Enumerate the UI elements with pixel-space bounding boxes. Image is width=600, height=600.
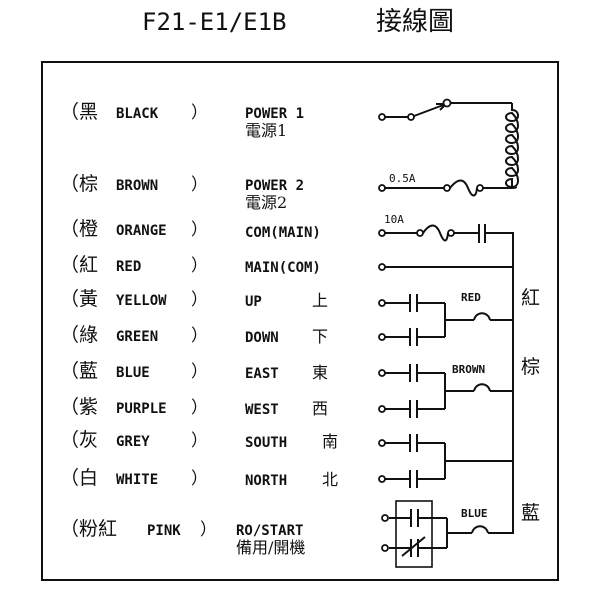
wire-color-cn: （白 <box>60 467 98 489</box>
wire-bracket-close: ） <box>191 175 208 195</box>
wire-function: UP <box>245 294 262 310</box>
wire-row: （紫 PURPLE ） WEST 西 <box>60 396 328 418</box>
wire-color-cn: （藍 <box>60 360 98 382</box>
fuse-label-power: 0.5A <box>389 172 416 185</box>
diagram-title: F21-E1/E1B <box>142 8 287 36</box>
group-label-red-cn: 紅 <box>521 287 540 309</box>
wire-color: PINK <box>147 523 181 539</box>
fuse-icon <box>473 383 491 392</box>
group-label-red: RED <box>461 291 481 304</box>
wire-color-cn: （粉紅 <box>60 518 117 540</box>
wire-function-cn: 備用/開機 <box>236 538 305 557</box>
wire-bracket-close: ） <box>191 256 208 276</box>
wire-color-cn: （綠 <box>60 324 98 346</box>
wire-color: GREY <box>116 434 150 450</box>
wire-bracket-close: ） <box>191 431 208 451</box>
wire-function: EAST <box>245 366 279 382</box>
circuit: 0.5A 10A BLUE RED BROWN 紅 <box>378 98 540 568</box>
wire-row: （橙 ORANGE ） COM(MAIN) <box>60 218 321 241</box>
group-label-blue-cn: 藍 <box>521 502 540 524</box>
wire-bracket-close: ） <box>191 362 208 382</box>
wire-bracket-close: ） <box>191 469 208 489</box>
wire-function-cn: 北 <box>322 470 338 489</box>
wire-bracket-close: ） <box>191 326 208 346</box>
wire-color-cn: （紫 <box>60 396 98 418</box>
wire-row: （紅 RED ） MAIN(COM) <box>60 254 321 276</box>
group-label-brown: BROWN <box>452 363 485 376</box>
wire-bracket-close: ） <box>200 520 217 540</box>
wire-function: SOUTH <box>245 435 287 451</box>
wire-function: POWER 2 <box>245 178 304 194</box>
wire-color: BLUE <box>116 365 150 381</box>
wire-function: MAIN(COM) <box>245 260 321 276</box>
wire-row: （藍 BLUE ） EAST 東 <box>60 360 328 382</box>
wire-color: PURPLE <box>116 401 167 417</box>
wire-color: RED <box>116 259 141 275</box>
wire-color-cn: （紅 <box>60 254 98 276</box>
terminal-icon <box>378 439 386 447</box>
wire-color: GREEN <box>116 329 158 345</box>
wire-function-cn: 南 <box>322 432 338 451</box>
wire-function: POWER 1 <box>245 106 304 122</box>
wire-color: BLACK <box>116 106 159 122</box>
fuse-icon <box>473 312 491 321</box>
terminal-icon <box>378 333 386 341</box>
group-label-blue: BLUE <box>461 507 488 520</box>
wire-bracket-close: ） <box>191 220 208 240</box>
wire-function: WEST <box>245 402 279 418</box>
wire-color-cn: （橙 <box>60 218 98 240</box>
wire-function-cn: 西 <box>312 399 328 418</box>
wire-function: RO/START <box>236 523 303 539</box>
coil-icon <box>505 103 519 189</box>
wire-function-cn: 電源2 <box>245 193 287 212</box>
wire-function-cn: 下 <box>312 327 328 346</box>
contact-pair <box>378 364 513 418</box>
fuse-icon <box>471 525 489 534</box>
fuse-label-main: 10A <box>384 213 404 226</box>
wire-function-cn: 電源1 <box>245 121 287 140</box>
wire-bracket-close: ） <box>191 103 208 123</box>
terminal-icon <box>378 475 386 483</box>
wire-color: YELLOW <box>116 293 167 309</box>
group-label-brown-cn: 棕 <box>521 356 540 378</box>
wire-function: NORTH <box>245 473 287 489</box>
terminal-icon <box>378 299 386 307</box>
wire-color: ORANGE <box>116 223 167 239</box>
wire-color-cn: （灰 <box>60 429 98 451</box>
diagram-subtitle: 接線圖 <box>376 7 454 37</box>
diagram-frame <box>41 61 559 581</box>
contact-pair <box>378 434 513 488</box>
wire-function-cn: 東 <box>312 363 328 382</box>
wire-row: （白 WHITE ） NORTH 北 <box>60 467 338 489</box>
wire-row: （黃 YELLOW ） UP 上 <box>60 288 328 310</box>
contact-pair <box>378 294 513 346</box>
wire-function: DOWN <box>245 330 279 346</box>
wire-row: （綠 GREEN ） DOWN 下 <box>60 324 328 346</box>
wire-function-cn: 上 <box>312 291 328 310</box>
wire-bracket-close: ） <box>191 398 208 418</box>
wire-color: WHITE <box>116 472 158 488</box>
fuse-icon <box>422 224 449 242</box>
terminal-icon <box>378 369 386 377</box>
terminal-icon <box>378 405 386 413</box>
wire-row: （灰 GREY ） SOUTH 南 <box>60 429 338 451</box>
wire-function: COM(MAIN) <box>245 225 321 241</box>
wire-color: BROWN <box>116 178 158 194</box>
fuse-icon <box>449 179 478 197</box>
wire-bracket-close: ） <box>191 290 208 310</box>
nc-contact-slash <box>401 536 426 557</box>
wire-color-cn: （黑 <box>60 101 98 123</box>
wire-color-cn: （棕 <box>60 173 98 195</box>
wire-color-cn: （黃 <box>60 288 98 310</box>
